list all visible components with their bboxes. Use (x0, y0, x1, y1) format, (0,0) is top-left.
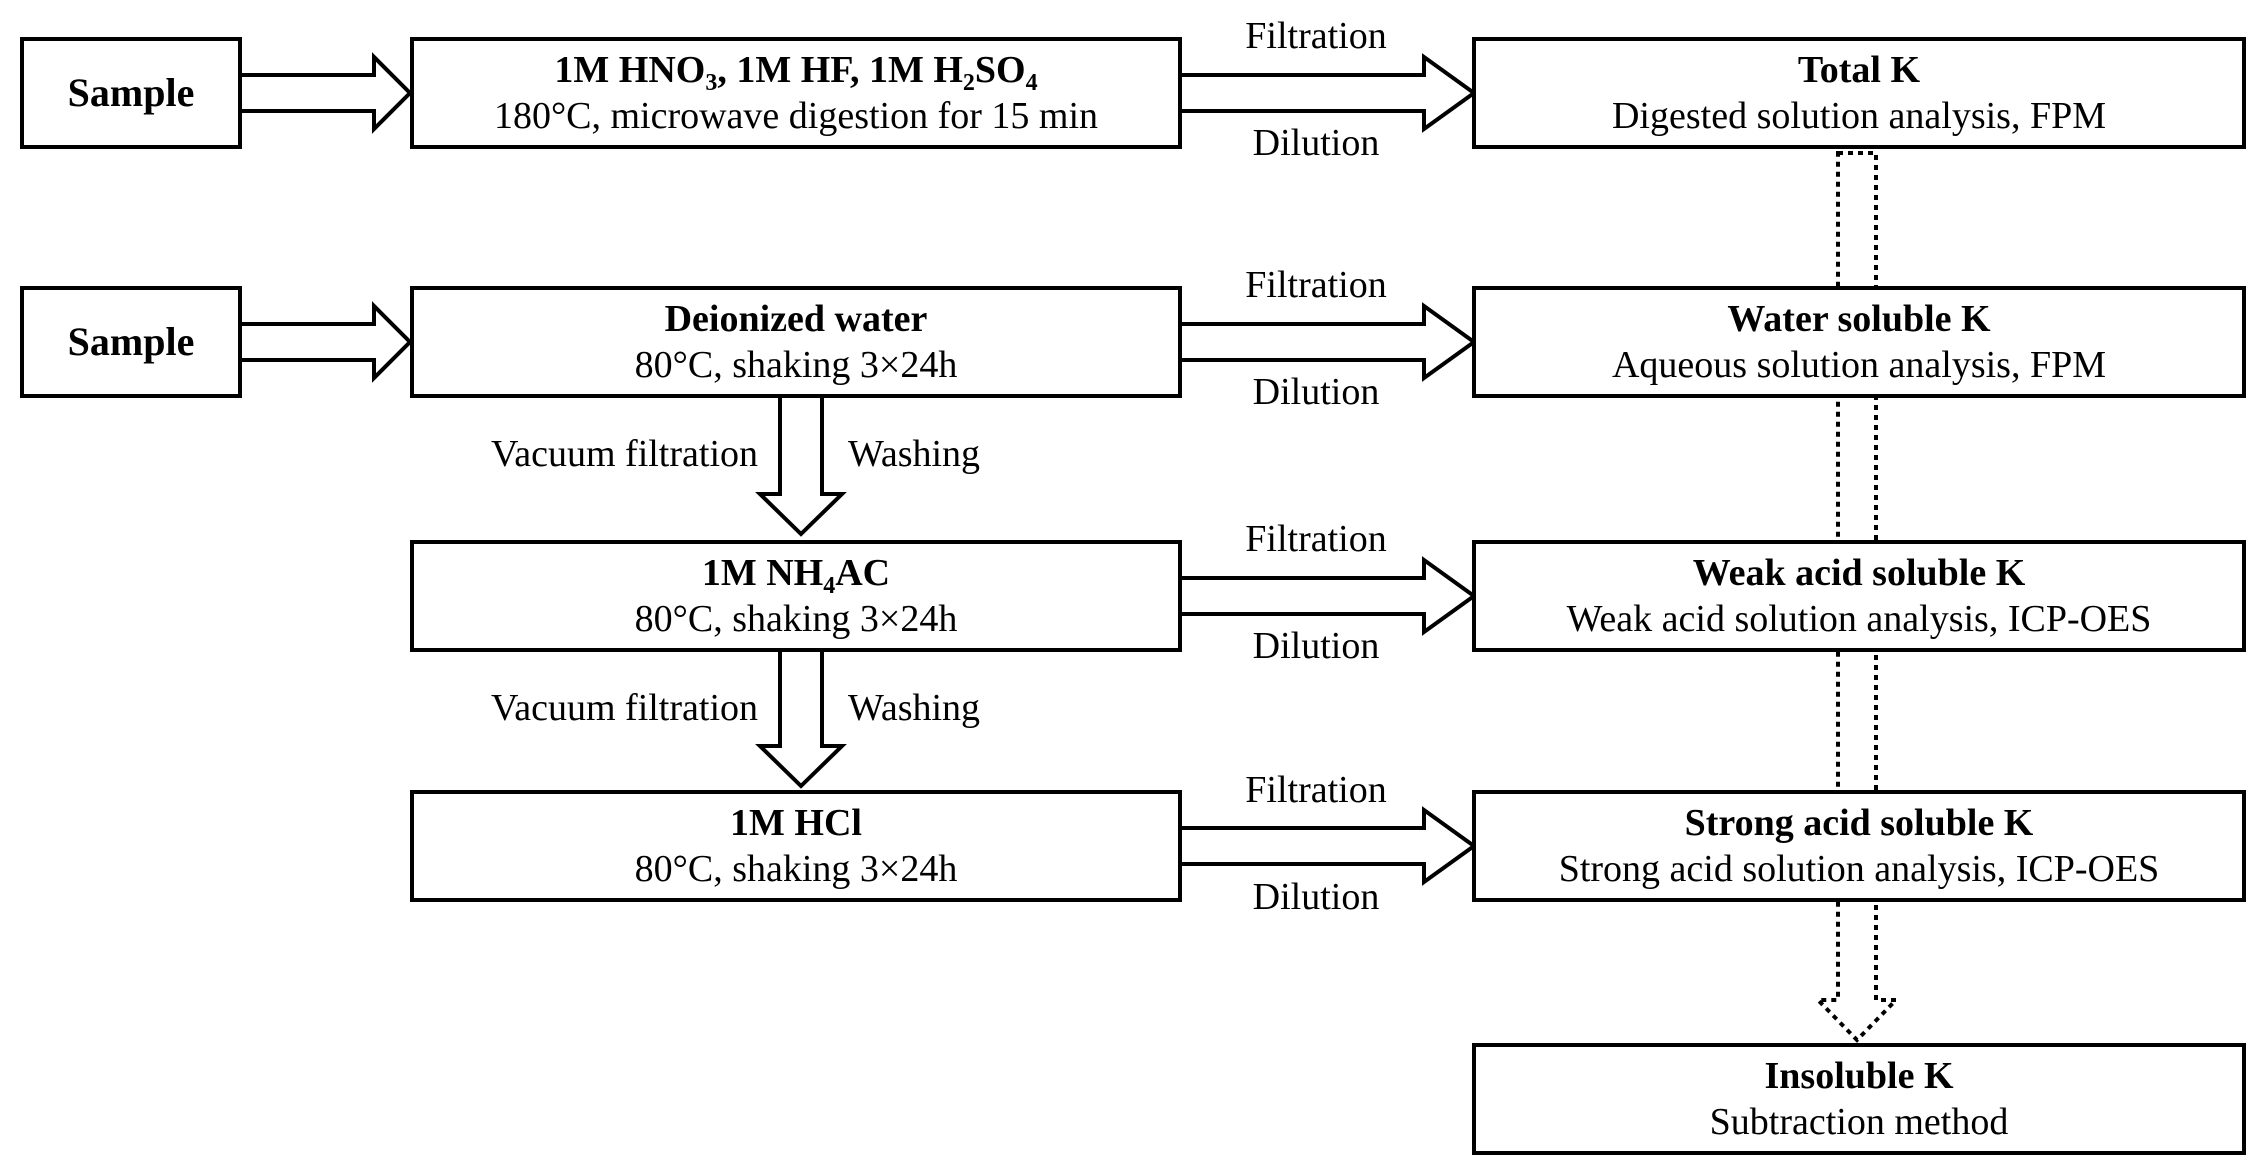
label-dilution: Dilution (1252, 371, 1380, 413)
label-filtration: Filtration (1245, 518, 1387, 560)
result-title: Water soluble K (1727, 297, 1991, 340)
step-title: 1M HCl (730, 801, 862, 844)
result-weak-acid-soluble-k: Weak acid soluble K Weak acid solution a… (1472, 540, 2246, 652)
sample-box-2: Sample (20, 286, 242, 398)
label-dilution: Dilution (1252, 625, 1380, 667)
label-filtration: Filtration (1245, 15, 1387, 57)
step-detail: 80°C, shaking 3×24h (634, 344, 958, 386)
digestion-detail: 180°C, microwave digestion for 15 min (493, 95, 1099, 137)
label-washing: Washing (848, 687, 981, 729)
label-dilution: Dilution (1252, 122, 1380, 164)
result-title: Weak acid soluble K (1692, 551, 2026, 594)
result-detail: Strong acid solution analysis, ICP-OES (1558, 848, 2160, 890)
step-deionized-water: Deionized water 80°C, shaking 3×24h (410, 286, 1182, 398)
sample-label: Sample (67, 318, 195, 364)
dotted-arrow-to-insoluble (1813, 151, 1901, 1043)
arrow-hcl-to-result (1178, 806, 1478, 886)
arrow-nh4ac-to-result (1178, 556, 1478, 636)
arrow-sample1-to-digestion (238, 52, 413, 134)
step-hcl: 1M HCl 80°C, shaking 3×24h (410, 790, 1182, 902)
result-detail: Aqueous solution analysis, FPM (1611, 344, 2107, 386)
digestion-title: 1M HNO3, 1M HF, 1M H2SO4 (554, 48, 1038, 96)
result-water-soluble-k: Water soluble K Aqueous solution analysi… (1472, 286, 2246, 398)
label-vacuum-filtration: Vacuum filtration (491, 687, 758, 729)
step-nh4ac: 1M NH4AC 80°C, shaking 3×24h (410, 540, 1182, 652)
result-detail: Digested solution analysis, FPM (1611, 95, 2107, 137)
arrow-water-to-result (1178, 302, 1478, 382)
label-dilution: Dilution (1252, 876, 1380, 918)
result-total-k: Total K Digested solution analysis, FPM (1472, 37, 2246, 149)
step-title: 1M NH4AC (701, 551, 891, 599)
digestion-box: 1M HNO3, 1M HF, 1M H2SO4 180°C, microwav… (410, 37, 1182, 149)
result-title: Total K (1797, 48, 1921, 91)
label-washing: Washing (848, 433, 981, 475)
arrow-digestion-to-total (1178, 53, 1478, 133)
step-title: Deionized water (664, 297, 928, 340)
label-filtration: Filtration (1245, 264, 1387, 306)
sample-label: Sample (67, 69, 195, 115)
result-strong-acid-soluble-k: Strong acid soluble K Strong acid soluti… (1472, 790, 2246, 902)
step-detail: 80°C, shaking 3×24h (634, 848, 958, 890)
sample-box-1: Sample (20, 37, 242, 149)
result-detail: Subtraction method (1709, 1101, 2009, 1143)
result-title: Strong acid soluble K (1684, 801, 2034, 844)
label-vacuum-filtration: Vacuum filtration (491, 433, 758, 475)
step-detail: 80°C, shaking 3×24h (634, 598, 958, 640)
label-filtration: Filtration (1245, 769, 1387, 811)
result-insoluble-k: Insoluble K Subtraction method (1472, 1043, 2246, 1155)
arrow-sample2-to-water (238, 301, 413, 383)
result-detail: Weak acid solution analysis, ICP-OES (1566, 598, 2152, 640)
arrow-water-to-nh4ac (755, 394, 847, 537)
result-title: Insoluble K (1764, 1054, 1954, 1097)
arrow-nh4ac-to-hcl (755, 648, 847, 789)
